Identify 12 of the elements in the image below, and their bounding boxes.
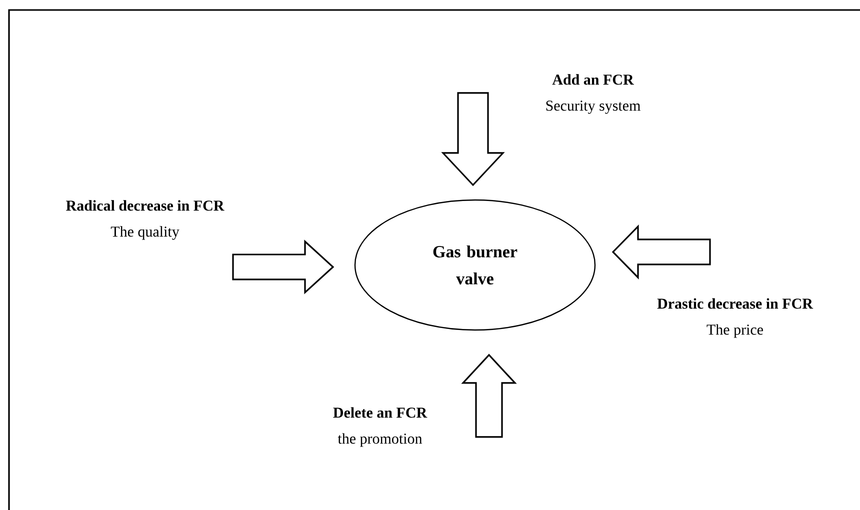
heading: Delete an FCR [333,407,428,418]
heading: Add an FCR [552,74,634,85]
heading: Drastic decrease in FCR [657,298,814,309]
block-arrow [461,354,517,438]
block-arrow [612,224,711,280]
heading: Radical decrease in FCR [66,200,224,211]
body-text: the promotion [338,433,422,447]
body-text: Security system [546,100,640,114]
block-arrow [232,240,334,294]
body-text: The price [706,324,763,338]
block-arrow [441,92,505,186]
body-text: The quality [110,226,180,240]
